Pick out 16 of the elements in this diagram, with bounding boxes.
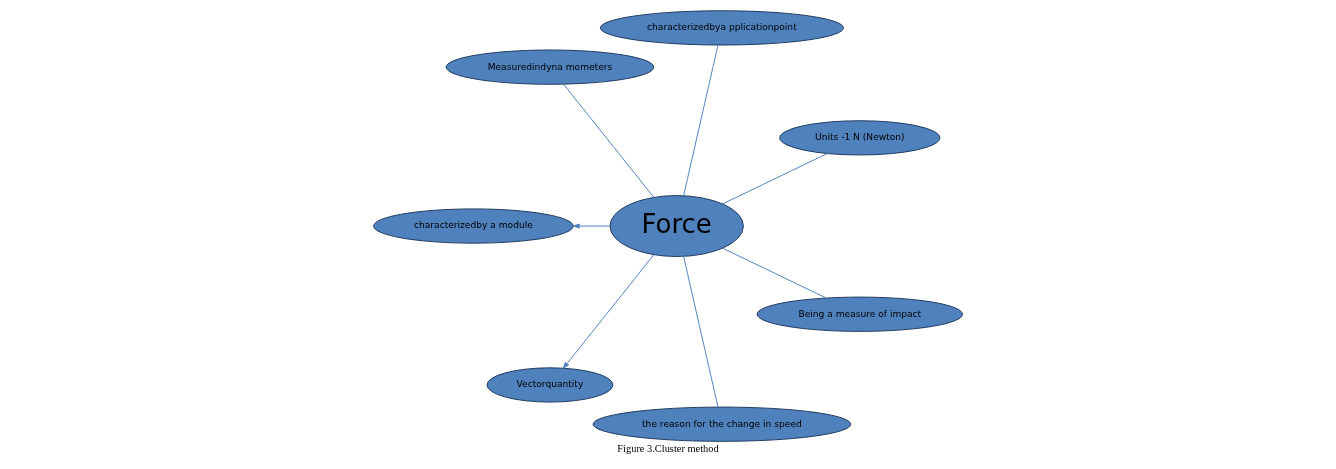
node-ellipse: Vectorquantity: [486, 367, 614, 403]
arrow: [572, 223, 611, 229]
node-ellipse: Measuredindyna mometers: [445, 49, 655, 85]
node-ellipse: characterizedby a module: [373, 208, 574, 244]
node-ellipse: Units -1 N (Newton): [779, 120, 941, 156]
caption: Figure 3.Cluster method: [617, 443, 719, 455]
node-ellipse: characterizedbya pplicationpoint: [599, 10, 844, 46]
node-ellipse: Being a measure of impact: [756, 296, 963, 332]
node-ellipse: Force: [609, 195, 744, 257]
arrow: [562, 254, 655, 369]
connector: [722, 153, 828, 205]
connector: [683, 44, 719, 197]
connector: [683, 255, 719, 408]
node-ellipse: the reason for the change in speed: [592, 406, 852, 442]
connector: [562, 83, 655, 198]
connector: [722, 247, 827, 299]
